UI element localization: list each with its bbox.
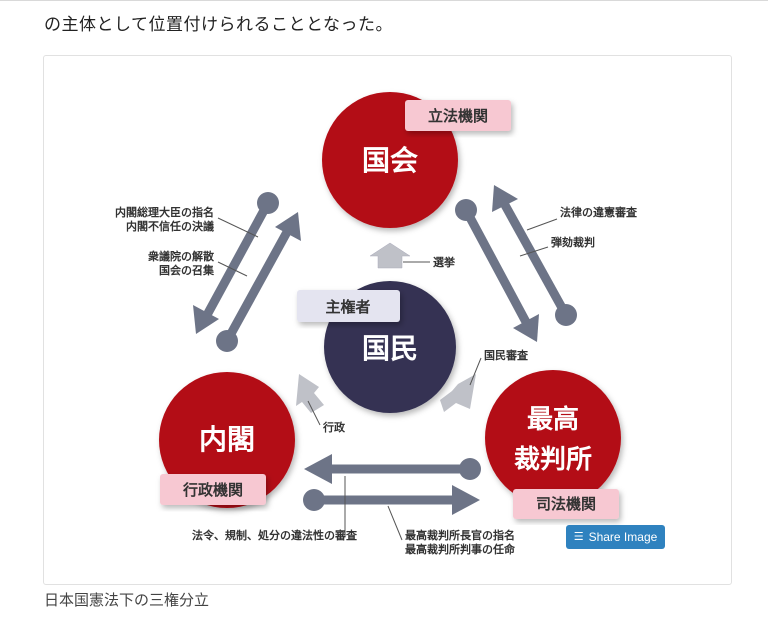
court-title-line2: 裁判所 (514, 445, 592, 475)
node-people: 国民 主権者 (297, 281, 456, 413)
node-supreme-court: 最高 裁判所 司法機関 (485, 370, 621, 519)
arrow-people-to-diet (369, 242, 411, 269)
court-circle (485, 370, 621, 506)
node-diet: 国会 立法機関 (322, 92, 511, 228)
arrow-people-to-court (440, 374, 476, 412)
people-title: 国民 (362, 332, 418, 365)
cabinet-tag: 行政機関 (182, 481, 243, 499)
cabinet-title: 内閣 (199, 423, 255, 456)
label-diet-court-2: 弾劾裁判 (551, 235, 595, 249)
label-people-to-diet: 選挙 (433, 255, 456, 269)
court-title-line1: 最高 (527, 404, 579, 435)
share-image-label: Share Image (588, 530, 658, 544)
figure-caption: 日本国憲法下の三権分立 (44, 591, 210, 609)
share-image-button[interactable]: ☰ Share Image (566, 525, 665, 549)
arrow-diet-cabinet (193, 192, 279, 334)
arrow-court-diet (492, 185, 577, 326)
label-diet-court-1: 法律の違憲審査 (560, 205, 637, 219)
label-people-to-court: 国民審査 (484, 348, 528, 362)
annotation-leaders (217, 217, 558, 541)
arrow-diet-court (455, 199, 539, 342)
label-cabinet-to-court-1: 最高裁判所長官の指名 (405, 528, 515, 542)
article-intro-text: の主体として位置付けられることとなった。 (44, 15, 393, 35)
label-court-to-cabinet: 法令、規制、処分の違法性の審査 (192, 528, 357, 542)
people-tag-bg (297, 290, 400, 322)
cabinet-tag-bg (160, 474, 266, 505)
diet-tag: 立法機関 (428, 107, 488, 125)
label-cabinet-to-court-2: 最高裁判所判事の任命 (405, 542, 516, 556)
label-diet-to-cabinet-1: 内閣総理大臣の指名 (115, 205, 214, 219)
people-tag: 主権者 (325, 298, 370, 316)
diet-title: 国会 (362, 144, 418, 177)
layers-icon: ☰ (573, 530, 584, 543)
arrow-cabinet-diet (216, 212, 301, 352)
label-diet-to-cabinet-2: 内閣不信任の決議 (126, 219, 214, 233)
node-cabinet: 内閣 行政機関 (159, 372, 295, 508)
arrow-people-to-cabinet (296, 374, 324, 413)
arrow-court-cabinet (304, 454, 481, 484)
label-cabinet-to-diet-2: 国会の召集 (159, 263, 215, 277)
court-tag: 司法機関 (536, 495, 596, 513)
diet-tag-bg (405, 100, 511, 131)
court-tag-bg (513, 489, 619, 519)
top-divider (0, 0, 768, 1)
label-people-to-cabinet: 行政 (322, 420, 346, 434)
label-cabinet-to-diet-1: 衆議院の解散 (148, 249, 215, 263)
arrow-cabinet-court (303, 485, 480, 515)
